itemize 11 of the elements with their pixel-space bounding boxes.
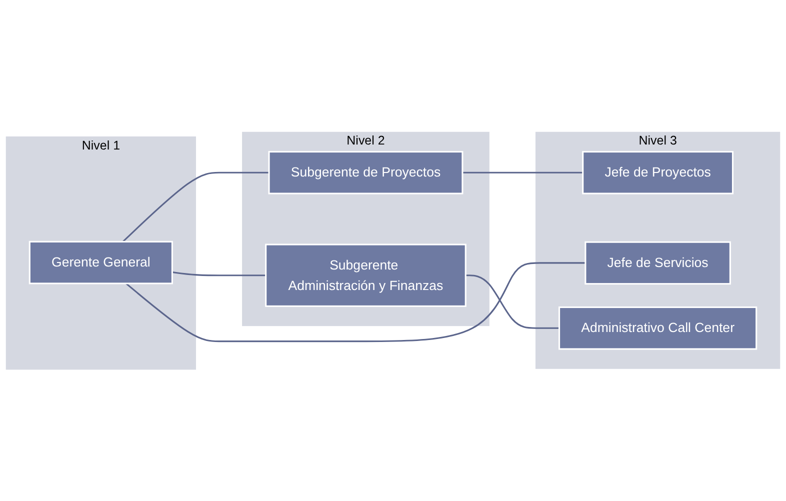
connector <box>126 262 586 342</box>
connector <box>122 172 270 242</box>
connector <box>466 274 560 329</box>
node-box: Administrativo Call Center <box>558 306 758 350</box>
node-box: Jefe de Servicios <box>584 241 731 284</box>
connector <box>462 172 583 174</box>
node-box: Jefe de Proyectos <box>582 150 734 194</box>
node-box: Subgerente de Proyectos <box>268 150 464 194</box>
connector <box>172 271 266 276</box>
node-box: Subgerente Administración y Finanzas <box>265 243 466 307</box>
node-box: Gerente General <box>28 240 173 284</box>
